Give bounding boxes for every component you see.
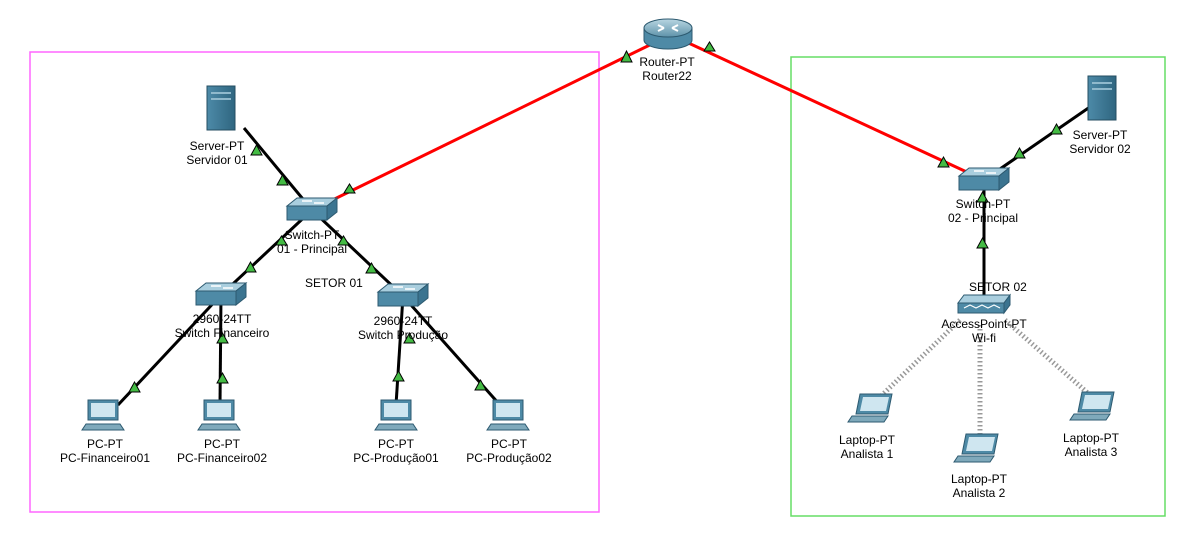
switch-icon[interactable] bbox=[376, 282, 430, 308]
link-up-indicator bbox=[275, 235, 288, 246]
laptop1-type: Laptop-PT bbox=[838, 433, 896, 447]
pcfin2-type: PC-PT bbox=[203, 437, 240, 451]
pcfin1-type: PC-PT bbox=[86, 437, 123, 451]
server1-type: Server-PT bbox=[189, 139, 245, 153]
laptop2-type: Laptop-PT bbox=[950, 472, 1008, 486]
link-up-indicator bbox=[1013, 146, 1026, 159]
server1-label: Server-PT Servidor 01 bbox=[186, 139, 247, 167]
switch1-label: Switch-PT 01 - Principal bbox=[277, 228, 347, 256]
pcfin2-name: PC-Financeiro02 bbox=[176, 451, 268, 465]
laptop3-name: Analista 3 bbox=[1064, 445, 1118, 459]
link-up-indicator bbox=[250, 143, 263, 156]
switch2-type: Switch-PT bbox=[955, 197, 1011, 211]
laptop-icon[interactable] bbox=[1069, 391, 1115, 421]
link-up-indicator bbox=[392, 369, 405, 382]
swfin-name: Switch Financeiro bbox=[174, 326, 270, 340]
link-up-indicator bbox=[216, 331, 229, 344]
link-up-indicator bbox=[343, 183, 356, 194]
laptop-icon[interactable] bbox=[953, 433, 999, 463]
swfin-label: 2960-24TT Switch Financeiro bbox=[175, 312, 270, 340]
laptop1-name: Analista 1 bbox=[840, 447, 894, 461]
server2-name: Servidor 02 bbox=[1069, 142, 1131, 156]
link-up-indicator bbox=[620, 49, 633, 63]
laptop3-type: Laptop-PT bbox=[1062, 431, 1120, 445]
laptop-icon[interactable] bbox=[847, 393, 893, 423]
pc-icon[interactable] bbox=[374, 399, 418, 431]
link-up-indicator bbox=[703, 41, 716, 52]
link-switch1-swprod[interactable] bbox=[310, 208, 405, 298]
router-name: Router22 bbox=[642, 69, 692, 83]
link-up-indicator bbox=[337, 235, 350, 246]
laptop2-label: Laptop-PT Analista 2 bbox=[951, 472, 1007, 500]
swfin-type: 2960-24TT bbox=[192, 312, 252, 326]
router-icon[interactable] bbox=[643, 18, 693, 50]
sector-01-area bbox=[29, 51, 600, 513]
router-label: Router-PT Router22 bbox=[639, 55, 694, 83]
ap-type: AccessPoint-PT bbox=[941, 317, 1027, 331]
pcprod2-name: PC-Produção02 bbox=[466, 451, 552, 465]
link-server2-switch2[interactable] bbox=[983, 98, 1101, 182]
sector-02-label: SETOR 02 bbox=[969, 280, 1027, 294]
link-up-indicator bbox=[276, 173, 289, 186]
laptop3-label: Laptop-PT Analista 3 bbox=[1063, 431, 1119, 459]
wireless-ap-laptop1 bbox=[878, 318, 962, 399]
pc-icon[interactable] bbox=[197, 399, 241, 431]
pcfin1-label: PC-PT PC-Financeiro01 bbox=[60, 437, 150, 465]
link-up-indicator bbox=[976, 190, 989, 203]
server2-label: Server-PT Servidor 02 bbox=[1069, 128, 1130, 156]
pcfin1-name: PC-Financeiro01 bbox=[59, 451, 151, 465]
switch1-name: 01 - Principal bbox=[276, 242, 348, 256]
link-up-indicator bbox=[474, 378, 487, 391]
link-swprod-pcprod1[interactable] bbox=[394, 295, 405, 406]
switch2-name: 02 - Principal bbox=[947, 211, 1019, 225]
pcprod1-name: PC-Produção01 bbox=[353, 451, 439, 465]
switch2-label: Switch-PT 02 - Principal bbox=[948, 197, 1018, 225]
switch1-type: Switch-PT bbox=[284, 228, 340, 242]
link-router-switch1[interactable] bbox=[311, 38, 661, 212]
router-type: Router-PT bbox=[639, 55, 695, 69]
link-up-indicator bbox=[216, 371, 229, 384]
pcprod1-type: PC-PT bbox=[377, 437, 414, 451]
ap-label: AccessPoint-PT Wi-fi bbox=[941, 317, 1026, 345]
swprod-type: 2960-24TT bbox=[373, 314, 433, 328]
link-up-indicator bbox=[365, 261, 378, 274]
pcfin2-label: PC-PT PC-Financeiro02 bbox=[177, 437, 267, 465]
server2-type: Server-PT bbox=[1072, 128, 1128, 142]
link-swfin-pcfin2[interactable] bbox=[218, 294, 223, 406]
server1-name: Servidor 01 bbox=[186, 153, 248, 167]
link-indicators bbox=[128, 41, 1063, 393]
link-up-indicator bbox=[937, 155, 950, 168]
link-up-indicator bbox=[403, 331, 416, 344]
switch-icon[interactable] bbox=[957, 166, 1011, 192]
link-up-indicator bbox=[976, 236, 989, 249]
pcprod1-label: PC-PT PC-Produção01 bbox=[353, 437, 438, 465]
links bbox=[116, 38, 1101, 440]
switch-icon[interactable] bbox=[285, 196, 339, 222]
access-point-icon[interactable] bbox=[957, 293, 1011, 315]
link-switch1-swfin[interactable] bbox=[219, 208, 314, 297]
switch-icon[interactable] bbox=[194, 281, 248, 307]
pcprod2-type: PC-PT bbox=[490, 437, 527, 451]
sector-02-area bbox=[790, 56, 1166, 517]
link-server1-switch1[interactable] bbox=[242, 127, 314, 211]
sector-01-label: SETOR 01 bbox=[305, 276, 363, 290]
wireless-ap-laptop3 bbox=[1003, 318, 1092, 397]
link-up-indicator bbox=[128, 380, 141, 393]
laptop1-label: Laptop-PT Analista 1 bbox=[839, 433, 895, 461]
pc-icon[interactable] bbox=[81, 399, 125, 431]
pcprod2-label: PC-PT PC-Produção02 bbox=[466, 437, 551, 465]
swprod-label: 2960-24TT Switch Produção bbox=[358, 314, 448, 342]
laptop2-name: Analista 2 bbox=[952, 486, 1006, 500]
link-up-indicator bbox=[1050, 122, 1063, 135]
ap-name: Wi-fi bbox=[971, 331, 996, 345]
server-icon[interactable] bbox=[1087, 75, 1117, 121]
link-router-switch2[interactable] bbox=[681, 38, 985, 182]
pc-icon[interactable] bbox=[486, 399, 530, 431]
server-icon[interactable] bbox=[206, 85, 236, 131]
swprod-name: Switch Produção bbox=[357, 328, 449, 342]
link-up-indicator bbox=[244, 260, 257, 273]
